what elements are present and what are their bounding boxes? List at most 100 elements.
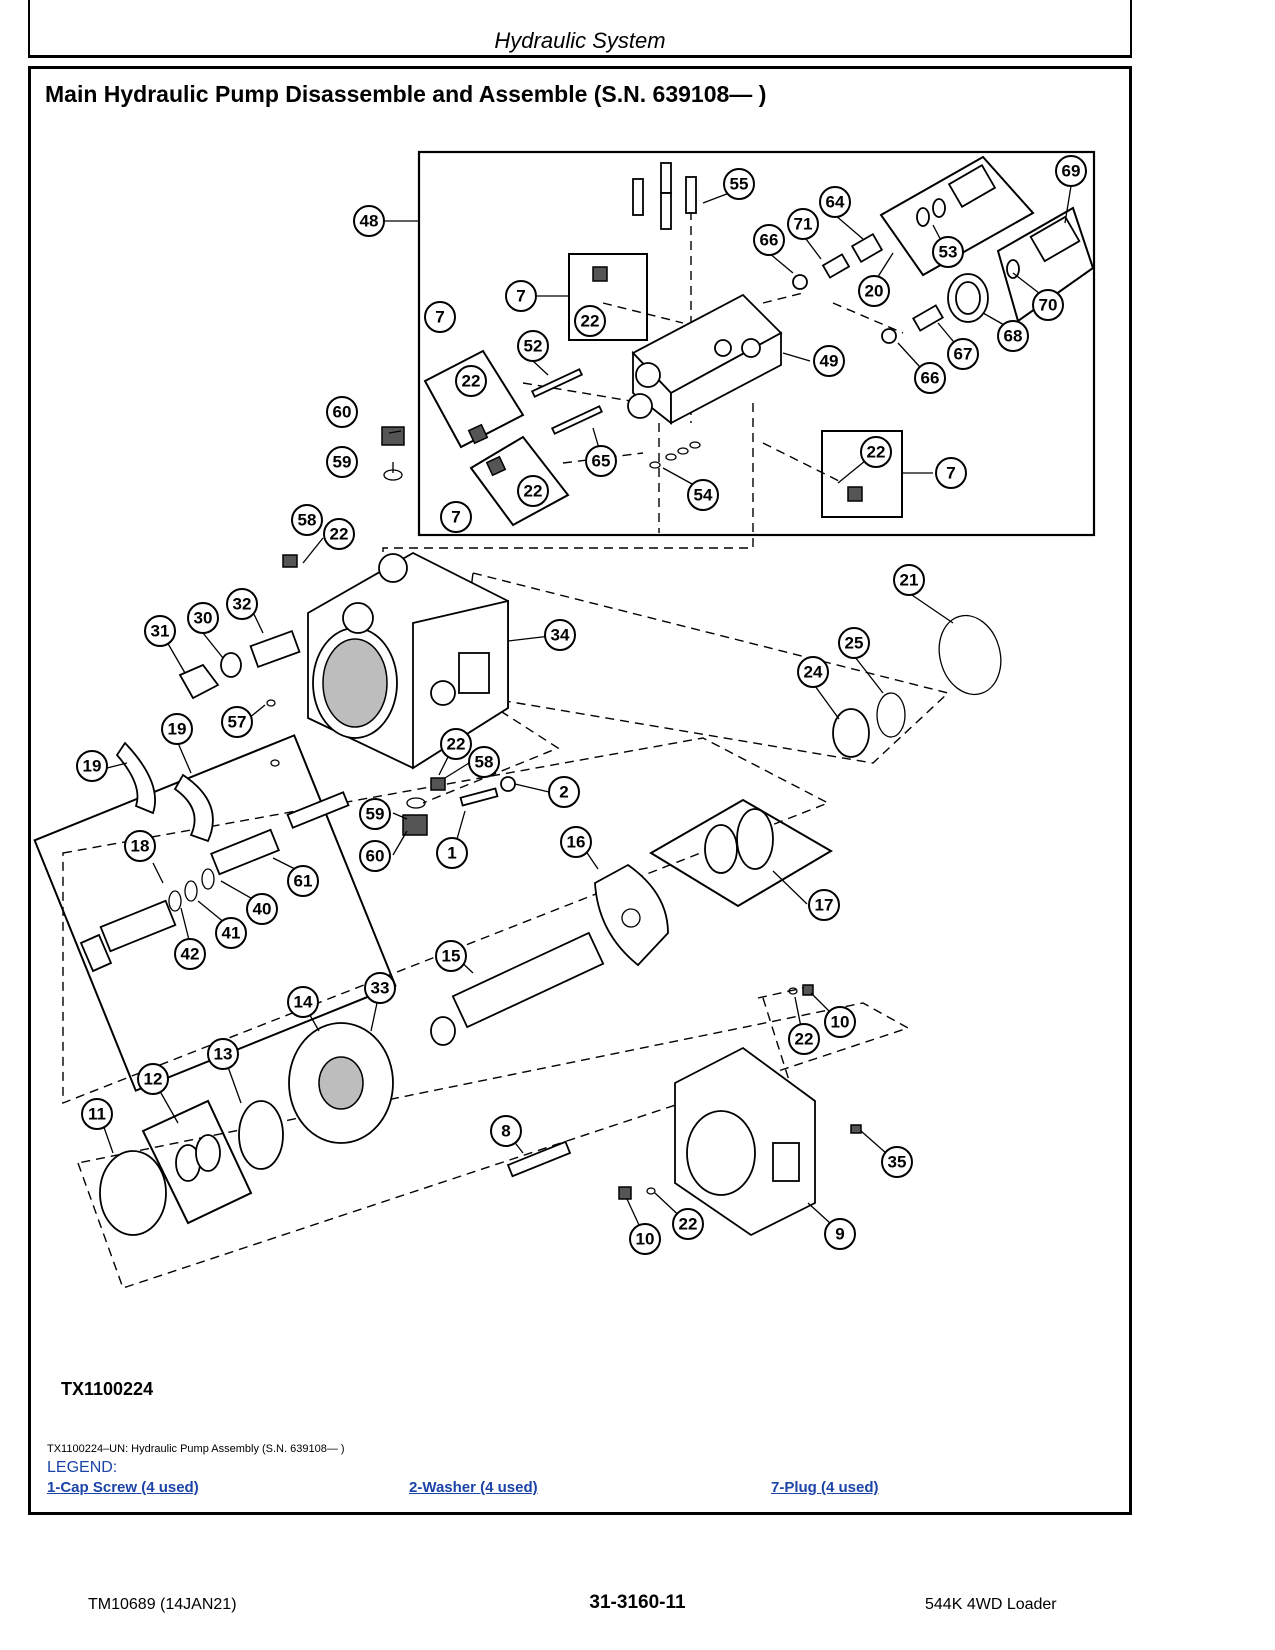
callout-71: 71 — [787, 208, 819, 240]
o-ring-21 — [938, 614, 1002, 696]
saddle-bearing-right — [173, 773, 214, 843]
callout-label: 15 — [442, 947, 461, 966]
callout-label: 59 — [333, 453, 352, 472]
callout-24: 24 — [797, 656, 829, 688]
callout-label: 20 — [865, 282, 884, 301]
callout-label: 60 — [333, 403, 352, 422]
callout-label: 41 — [222, 924, 241, 943]
callout-label: 10 — [831, 1013, 850, 1032]
callout-label: 18 — [131, 837, 150, 856]
callout-label: 48 — [360, 212, 379, 231]
callout-label: 7 — [435, 308, 444, 327]
pump-housing — [307, 551, 509, 770]
callout-label: 61 — [294, 872, 313, 891]
callout-22: 22 — [860, 436, 892, 468]
page-header: Hydraulic System — [28, 0, 1132, 58]
callout-label: 19 — [83, 757, 102, 776]
callout-54: 54 — [687, 479, 719, 511]
callout-label: 52 — [524, 337, 543, 356]
callout-label: 2 — [559, 783, 568, 802]
callout-22: 22 — [574, 305, 606, 337]
callout-label: 22 — [447, 735, 466, 754]
callout-20: 20 — [858, 275, 890, 307]
plug-inset-box-top — [568, 253, 648, 341]
callout-label: 1 — [447, 844, 456, 863]
section-title: Main Hydraulic Pump Disassemble and Asse… — [45, 81, 767, 107]
callout-48: 48 — [353, 205, 385, 237]
callout-22: 22 — [440, 728, 472, 760]
callout-22: 22 — [788, 1023, 820, 1055]
callout-label: 22 — [524, 482, 543, 501]
rotating-group — [99, 808, 774, 1236]
callout-25: 25 — [838, 627, 870, 659]
callout-55: 55 — [723, 168, 755, 200]
callout-33: 33 — [364, 972, 396, 1004]
callout-label: 57 — [228, 713, 247, 732]
callout-13: 13 — [207, 1038, 239, 1070]
callout-label: 22 — [795, 1030, 814, 1049]
plug-inset-box-left-lower — [469, 435, 570, 527]
figure-caption: TX1100224–UN: Hydraulic Pump Assembly (S… — [47, 1443, 345, 1455]
legend-item-plug[interactable]: 7-Plug (4 used) — [771, 1479, 879, 1496]
callout-label: 64 — [826, 193, 845, 212]
callout-22: 22 — [455, 365, 487, 397]
callout-14: 14 — [287, 986, 319, 1018]
relief-valve-parts — [79, 791, 350, 973]
callout-19: 19 — [76, 750, 108, 782]
callout-65: 65 — [585, 445, 617, 477]
callout-52: 52 — [517, 330, 549, 362]
callout-17: 17 — [808, 889, 840, 921]
callout-label: 32 — [233, 595, 252, 614]
legend-item-washer[interactable]: 2-Washer (4 used) — [409, 1479, 538, 1496]
callout-label: 40 — [253, 900, 272, 919]
callout-58: 58 — [468, 746, 500, 778]
callout-18: 18 — [124, 830, 156, 862]
callout-67: 67 — [947, 338, 979, 370]
housing-small-parts — [178, 426, 516, 836]
callout-label: 70 — [1039, 296, 1058, 315]
callout-66: 66 — [753, 224, 785, 256]
end-cover — [506, 984, 862, 1237]
callout-label: 55 — [730, 175, 749, 194]
callout-label: 22 — [462, 372, 481, 391]
legend-title: LEGEND: — [47, 1459, 118, 1476]
callout-label: 22 — [581, 312, 600, 331]
callout-32: 32 — [226, 588, 258, 620]
callout-9: 9 — [824, 1218, 856, 1250]
footer-manual-id: TM10689 (14JAN21) — [88, 1596, 237, 1613]
callout-11: 11 — [81, 1098, 113, 1130]
legend-item-cap-screw[interactable]: 1-Cap Screw (4 used) — [47, 1479, 199, 1496]
callout-15: 15 — [435, 940, 467, 972]
control-valve-block — [627, 293, 783, 425]
callout-label: 14 — [294, 993, 313, 1012]
callout-label: 35 — [888, 1153, 907, 1172]
callout-66: 66 — [914, 362, 946, 394]
callout-22: 22 — [672, 1208, 704, 1240]
callout-label: 13 — [214, 1045, 233, 1064]
footer-page-number: 31-3160-11 — [589, 1592, 686, 1613]
callout-label: 10 — [636, 1230, 655, 1249]
callout-label: 42 — [181, 945, 200, 964]
callout-22: 22 — [323, 518, 355, 550]
callout-61: 61 — [287, 865, 319, 897]
callout-12: 12 — [137, 1063, 169, 1095]
callout-10: 10 — [629, 1223, 661, 1255]
callout-22: 22 — [517, 475, 549, 507]
callout-60: 60 — [359, 840, 391, 872]
callout-label: 33 — [371, 979, 390, 998]
callout-16: 16 — [560, 826, 592, 858]
callout-label: 49 — [820, 352, 839, 371]
callout-label: 9 — [835, 1225, 844, 1244]
callout-35: 35 — [881, 1146, 913, 1178]
callout-19: 19 — [161, 713, 193, 745]
plug-inset-box-right — [821, 430, 903, 518]
callout-59: 59 — [326, 446, 358, 478]
callout-58: 58 — [291, 504, 323, 536]
exploded-pump-diagram: 48 7 22 55 64 71 66 20 53 69 70 68 67 66… — [33, 150, 1096, 1289]
callout-label: 68 — [1004, 327, 1023, 346]
content-frame: Main Hydraulic Pump Disassemble and Asse… — [28, 66, 1132, 1515]
callout-59: 59 — [359, 798, 391, 830]
callout-label: 12 — [144, 1070, 163, 1089]
callout-label: 19 — [168, 720, 187, 739]
callout-label: 69 — [1062, 162, 1081, 181]
